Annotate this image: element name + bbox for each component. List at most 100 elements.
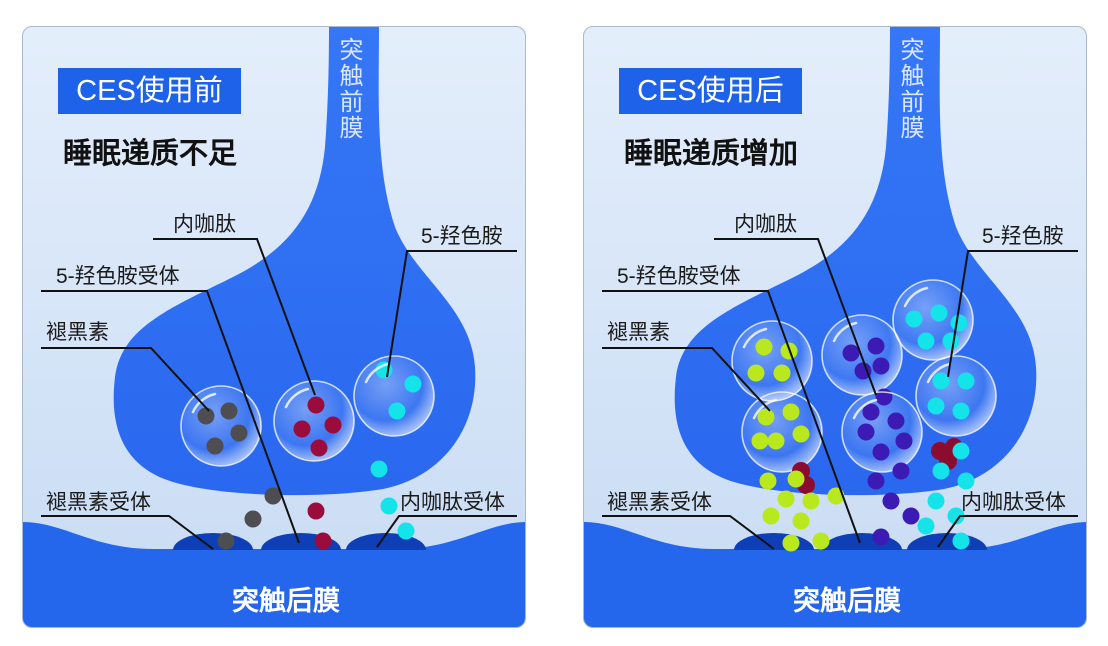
postsynaptic-membrane	[584, 522, 1086, 627]
endorphin-dot	[307, 502, 325, 520]
endorphin-dot	[867, 337, 885, 355]
panel-after-ces: CES使用后 睡眠递质增加 突触前膜 内咖肽 5-羟色胺受体 5-羟色胺 褪黑素…	[583, 26, 1087, 628]
melatonin-dot	[782, 534, 800, 552]
melatonin-dot	[264, 487, 282, 505]
endorphin-label: 内咖肽	[173, 213, 236, 236]
endorphin-dot	[892, 462, 910, 480]
serotonin-dot	[952, 402, 970, 420]
endorphin-dot	[842, 344, 860, 362]
melatonin-dot	[773, 364, 791, 382]
serotonin-dot	[957, 472, 975, 490]
serotonin-vesicle	[353, 355, 435, 437]
endorphin-dot	[872, 357, 890, 375]
title-before: 睡眠递质不足	[63, 138, 238, 170]
serotonin-dot	[927, 492, 945, 510]
serotonin-leader-line	[947, 250, 1078, 378]
melatonin-leader-line	[41, 347, 210, 412]
endorphin-receptor-label: 内咖肽受体	[961, 491, 1066, 514]
endorphin-dot	[862, 403, 880, 421]
endorphin-leader-line	[714, 238, 877, 396]
serotonin-dot	[388, 402, 406, 420]
endorphin-dot	[887, 412, 905, 430]
melatonin-dot	[812, 532, 830, 550]
serotonin-receptor-leader-line	[602, 290, 861, 544]
endorphin-receptor-leader-line	[376, 515, 517, 548]
serotonin-receptor-label: 5-羟色胺受体	[56, 265, 180, 288]
endorphin-dot	[854, 362, 872, 380]
melatonin-dot	[762, 507, 780, 525]
endorphin-leader-line	[153, 238, 316, 396]
serotonin-leader-line	[386, 250, 517, 378]
melatonin-vesicle	[741, 391, 823, 473]
melatonin-dot	[220, 402, 238, 420]
melatonin-receptor-leader-line	[41, 515, 214, 550]
endorphin-receptor-label: 内咖肽受体	[400, 491, 505, 514]
melatonin-dot	[792, 512, 810, 530]
endorphin-dot	[314, 532, 332, 550]
endorphin-dot	[875, 388, 893, 406]
serotonin-dot	[404, 375, 422, 393]
endorphin-vesicle	[273, 380, 355, 462]
serotonin-dot	[952, 442, 970, 460]
melatonin-dot	[244, 510, 262, 528]
melatonin-dot	[777, 490, 795, 508]
melatonin-receptor-leader-line	[602, 515, 775, 550]
melatonin-dot	[197, 407, 215, 425]
endorphin-dot	[895, 432, 913, 450]
melatonin-leader-line	[602, 347, 771, 412]
melatonin-dot	[759, 472, 777, 490]
melatonin-dot	[755, 338, 773, 356]
melatonin-dot	[757, 408, 775, 426]
serotonin-label: 5-羟色胺	[982, 225, 1064, 248]
melatonin-vesicle	[731, 320, 813, 402]
serotonin-dot	[930, 304, 948, 322]
melatonin-dot	[787, 470, 805, 488]
panel-before-ces: CES使用前 睡眠递质不足 突触前膜 内咖肽 5-羟色胺受体 5-羟色胺 褪黑素…	[22, 26, 526, 628]
endorphin-dot	[872, 443, 890, 461]
serotonin-vesicle	[915, 355, 997, 437]
serotonin-dot	[917, 517, 935, 535]
endorphin-receptor-leader-line	[937, 515, 1078, 548]
serotonin-dot	[952, 532, 970, 550]
melatonin-dot	[230, 424, 248, 442]
serotonin-dot	[947, 507, 965, 525]
serotonin-dot	[380, 497, 398, 515]
endorphin-dot	[307, 396, 325, 414]
postsynaptic-membrane-label: 突触后膜	[793, 586, 901, 616]
serotonin-dot	[932, 462, 950, 480]
melatonin-receptor	[173, 533, 253, 550]
melatonin-dot	[751, 432, 769, 450]
badge-before: CES使用前	[58, 68, 241, 114]
melatonin-vesicle	[180, 385, 262, 467]
presynaptic-membrane-label: 突触前膜	[896, 37, 923, 141]
melatonin-dot	[802, 492, 820, 510]
serotonin-dot	[942, 332, 960, 350]
melatonin-receptor-label: 褪黑素受体	[607, 491, 712, 514]
melatonin-dot	[206, 437, 224, 455]
postsynaptic-membrane-label: 突触后膜	[232, 586, 340, 616]
serotonin-dot	[950, 314, 968, 332]
melatonin-dot	[782, 403, 800, 421]
melatonin-label: 褪黑素	[607, 321, 670, 344]
endorphin-dot	[902, 507, 920, 525]
synapse-diagram-after	[584, 27, 1086, 627]
melatonin-dot	[747, 364, 765, 382]
presynaptic-membrane-label: 突触前膜	[335, 37, 362, 141]
serotonin-dot	[927, 397, 945, 415]
serotonin-dot	[905, 310, 923, 328]
serotonin-dot	[397, 522, 415, 540]
melatonin-dot	[767, 432, 785, 450]
synapse-diagram-before	[23, 27, 525, 627]
endorphin-vesicle	[841, 388, 923, 473]
serotonin-dot	[917, 332, 935, 350]
endorphin-dot	[872, 528, 890, 546]
endorphin-dot	[310, 439, 328, 457]
endorphin-label: 内咖肽	[734, 213, 797, 236]
endorphin-dot	[324, 416, 342, 434]
serotonin-receptor-label: 5-羟色胺受体	[617, 265, 741, 288]
serotonin-dot	[957, 372, 975, 390]
endorphin-dot	[857, 423, 875, 441]
melatonin-receptor-label: 褪黑素受体	[46, 491, 151, 514]
endorphin-dot	[867, 472, 885, 490]
title-after: 睡眠递质增加	[624, 138, 799, 170]
